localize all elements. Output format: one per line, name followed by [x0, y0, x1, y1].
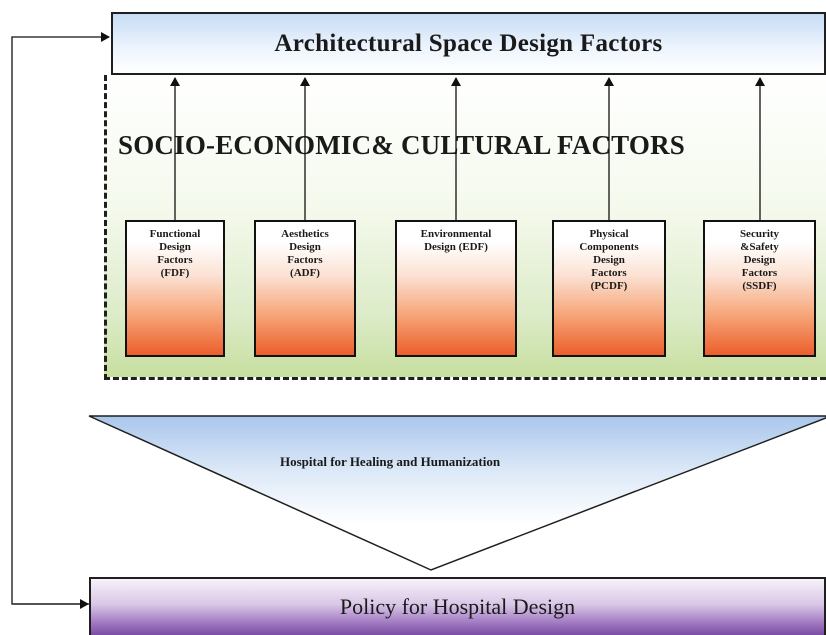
factor-label: Environmental Design (EDF): [420, 228, 492, 253]
factor-box-environmental: Environmental Design (EDF): [395, 220, 517, 357]
architectural-space-title: Architectural Space Design Factors: [274, 29, 663, 57]
factor-box-aesthetics: Aesthetics Design Factors (ADF): [254, 220, 356, 357]
factor-label: Functional Design Factors (FDF): [149, 228, 201, 279]
factor-label: Physical Components Design Factors (PCDF…: [579, 228, 639, 292]
factor-label: Aesthetics Design Factors (ADF): [281, 228, 329, 279]
architectural-space-box: Architectural Space Design Factors: [111, 12, 826, 75]
funnel-triangle: [88, 415, 826, 571]
policy-title: Policy for Hospital Design: [339, 594, 576, 619]
funnel-label: Hospital for Healing and Humanization: [280, 454, 501, 469]
factor-box-physical-components: Physical Components Design Factors (PCDF…: [552, 220, 666, 357]
feedback-loop-arrow: [11, 32, 110, 605]
policy-box: Policy for Hospital Design: [89, 577, 826, 635]
factor-box-security-safety: Security &Safety Design Factors (SSDF): [703, 220, 816, 357]
factor-box-functional: Functional Design Factors (FDF): [125, 220, 225, 357]
factor-label: Security &Safety Design Factors (SSDF): [739, 228, 780, 292]
socio-economic-label: SOCIO-ECONOMIC& CULTURAL FACTORS: [118, 130, 685, 160]
